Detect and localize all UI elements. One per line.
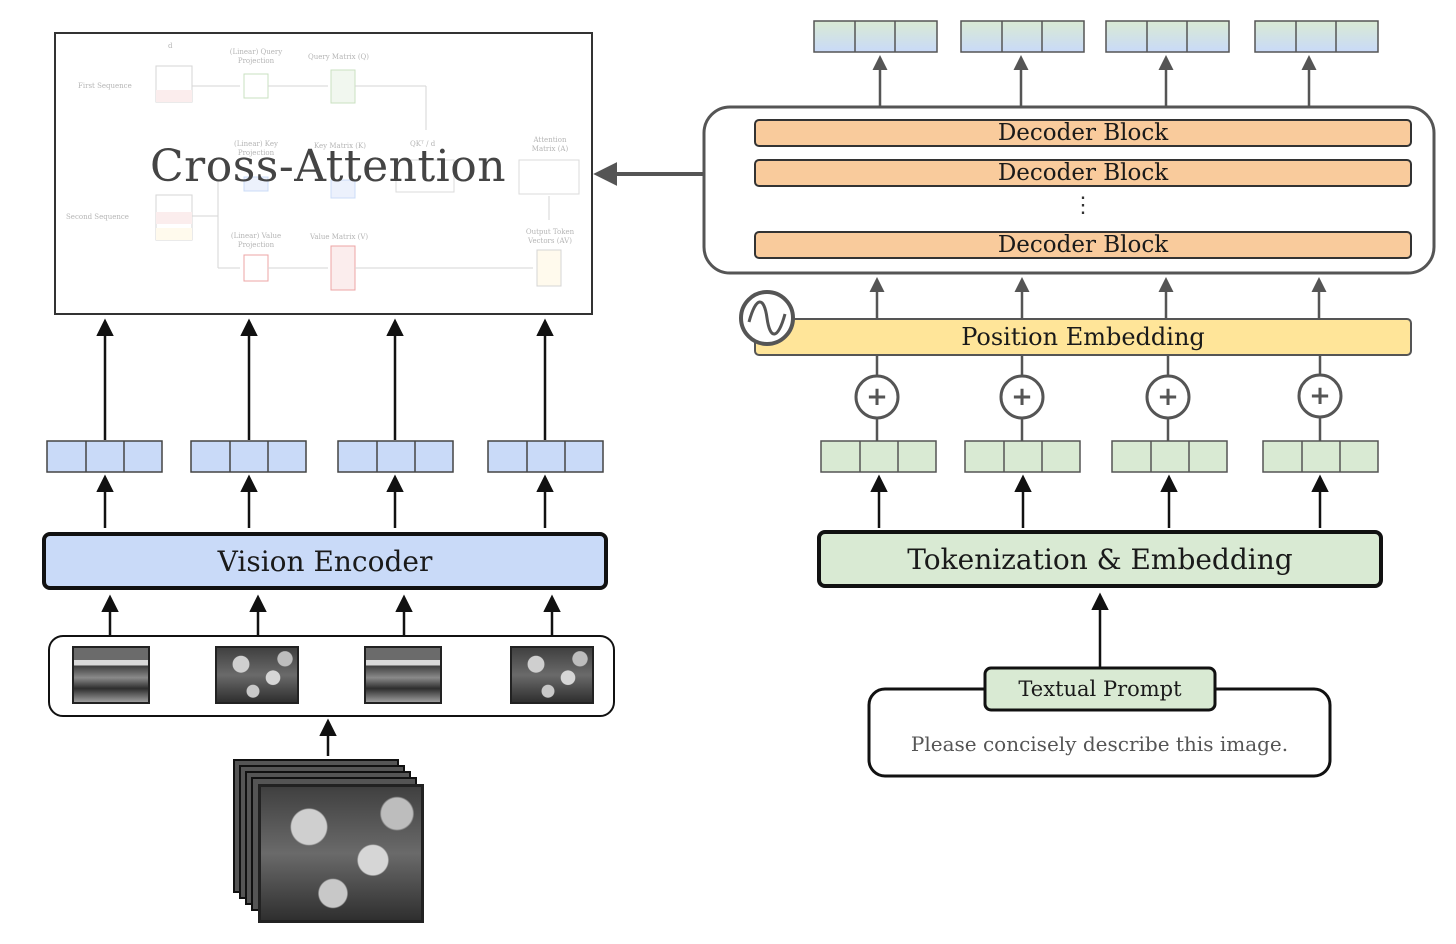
plus-icon: + <box>866 382 888 412</box>
decoder-block-2-label: Decoder Block <box>997 160 1169 186</box>
tokenization-box: Tokenization & Embedding <box>817 530 1383 588</box>
position-embedding-label: Position Embedding <box>961 323 1205 351</box>
decoder-block-1-label: Decoder Block <box>997 120 1169 146</box>
vision-token-blocks <box>46 440 604 473</box>
dim-label: d <box>168 42 173 50</box>
qk-label: QKᵀ / d <box>410 140 436 148</box>
plus-icon: + <box>1157 382 1179 412</box>
sine-wave-icon <box>739 290 795 346</box>
prompt-tab <box>983 666 1217 712</box>
query-projection-label: (Linear) Query Projection <box>229 48 283 65</box>
query-matrix-label: Query Matrix (Q) <box>308 53 370 61</box>
vision-to-attention-arrows <box>96 318 554 440</box>
text-token-blocks <box>820 440 1379 473</box>
video-frame-1 <box>72 646 150 704</box>
plus-icon: + <box>1011 382 1033 412</box>
video-frame-4 <box>510 646 594 704</box>
second-sequence-label: Second Sequence <box>66 213 129 221</box>
decoder-block-3-label: Decoder Block <box>997 232 1169 258</box>
prompt-tab-label: Textual Prompt <box>1018 677 1182 701</box>
frames-container <box>48 635 615 717</box>
embedding-to-decoder-arrows <box>869 277 1327 318</box>
value-matrix-label: Value Matrix (V) <box>310 233 369 241</box>
cross-attention-panel <box>54 32 593 315</box>
frames-to-encoder-arrows <box>101 594 561 635</box>
video-frame-2 <box>215 646 299 704</box>
encoder-to-token-arrows <box>96 474 554 528</box>
tokenization-label: Tokenization & Embedding <box>907 542 1293 576</box>
plus-connectors <box>875 355 1322 441</box>
key-projection-label: (Linear) Key Projection <box>234 140 278 157</box>
vision-encoder-label: Vision Encoder <box>217 544 433 578</box>
attention-mechanism-sketch <box>155 65 580 291</box>
value-projection-label: (Linear) Value Projection <box>230 232 282 249</box>
decoder-to-output-arrows <box>872 55 1317 106</box>
plus-circles <box>854 373 1343 420</box>
cross-attention-title: Cross-Attention <box>150 140 507 192</box>
video-frame-3 <box>364 646 442 704</box>
tokenizer-to-token-arrows <box>870 474 1329 528</box>
attention-matrix-label: Attention Matrix (A) <box>531 136 569 153</box>
decoder-ellipsis: ⋮ <box>1072 192 1094 218</box>
plus-icon: + <box>1309 381 1331 411</box>
vision-encoder-box: Vision Encoder <box>42 532 608 590</box>
output-vectors-label: Output Token Vectors (AV) <box>525 228 575 245</box>
first-sequence-label: First Sequence <box>78 82 132 90</box>
key-matrix-label: Key Matrix (K) <box>314 142 366 150</box>
output-token-blocks <box>813 20 1379 53</box>
prompt-text: Please concisely describe this image. <box>910 732 1289 756</box>
video-input-image <box>258 784 424 923</box>
